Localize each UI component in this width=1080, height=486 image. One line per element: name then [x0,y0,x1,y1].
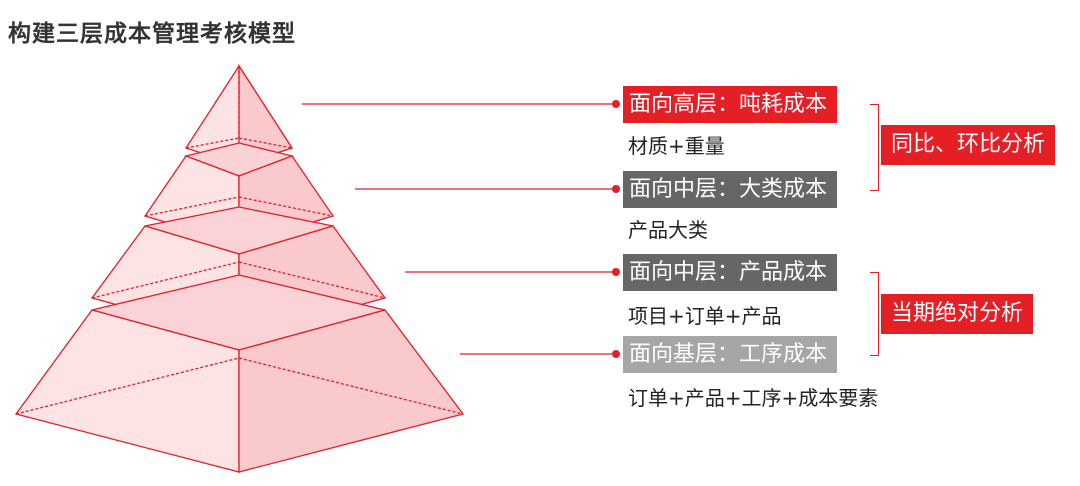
pyramid-tier-4 [14,274,465,473]
level-detail-base: 订单+产品+工序+成本要素 [628,386,879,410]
connector-dots [612,100,620,358]
level-label-middle-product: 面向中层：产品成本 [623,254,838,291]
bracket-upper [870,104,879,191]
level-label-middle-category: 面向中层：大类成本 [623,171,838,208]
level-label-base: 面向基层：工序成本 [623,336,838,373]
bracket-lower [870,272,879,356]
analysis-label-yoy: 同比、环比分析 [881,125,1056,165]
connector-lines [302,103,614,355]
level-label-top: 面向高层：吨耗成本 [623,86,838,123]
level-detail-top: 材质+重量 [628,134,725,158]
level-detail-middle-category: 产品大类 [628,218,708,242]
page-title: 构建三层成本管理考核模型 [8,21,296,47]
analysis-label-current: 当期绝对分析 [881,294,1034,334]
level-detail-middle-product: 项目+订单+产品 [628,304,782,328]
